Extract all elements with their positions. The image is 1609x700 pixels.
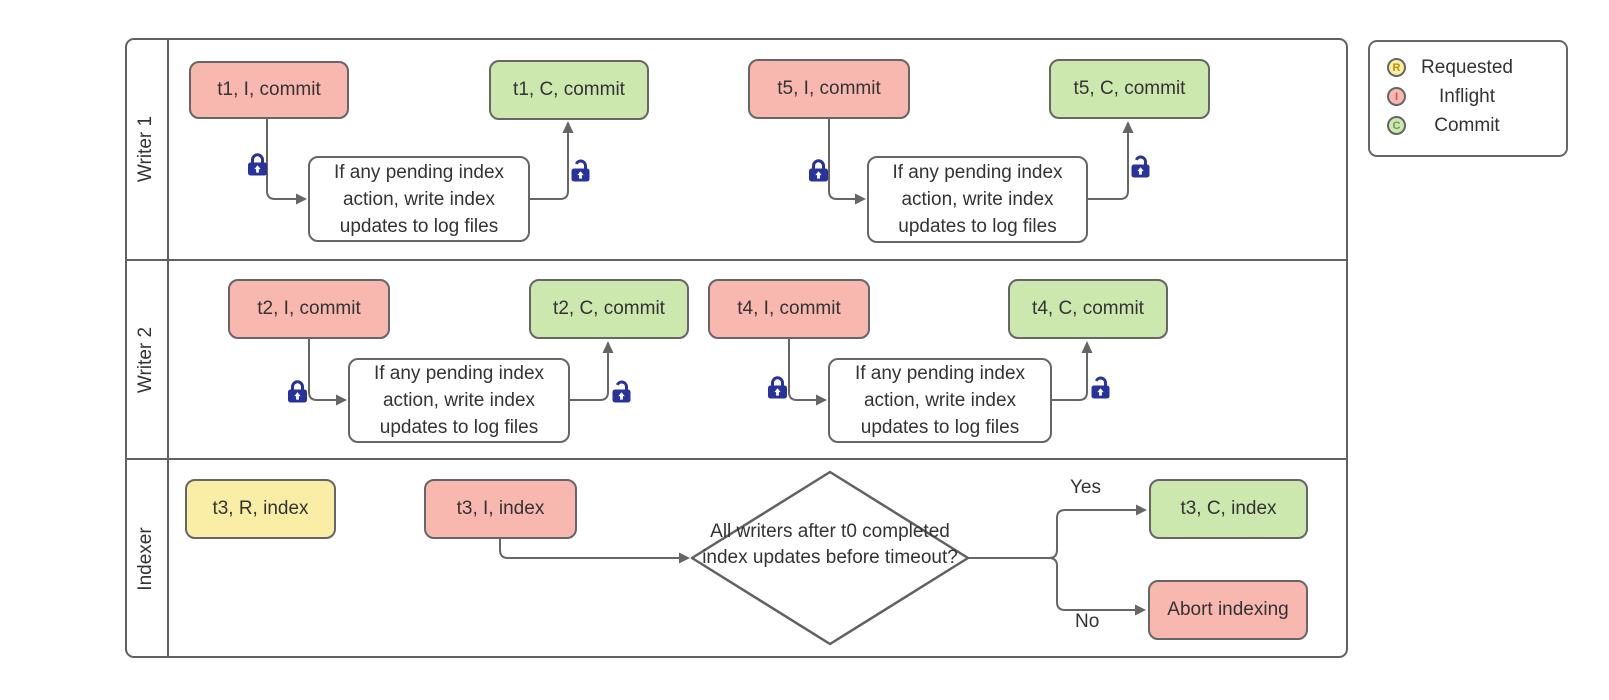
process-write-index-updates: If any pending index action, write index…	[867, 156, 1088, 243]
process-write-index-updates: If any pending index action, write index…	[828, 358, 1052, 443]
decision-question: All writers after t0 completed index upd…	[702, 521, 958, 568]
lane-divider	[125, 458, 1348, 460]
branch-label-yes: Yes	[1070, 477, 1101, 498]
node-t3-requested: t3, R, index	[185, 479, 336, 539]
lane-label-indexer: Indexer	[135, 527, 156, 591]
node-t5-inflight: t5, I, commit	[748, 59, 910, 119]
legend-item-requested: R Requested	[1370, 53, 1566, 82]
inflight-badge-icon: I	[1387, 87, 1406, 106]
node-t5-commit: t5, C, commit	[1049, 59, 1210, 119]
node-t2-inflight: t2, I, commit	[228, 279, 390, 339]
node-t3-inflight: t3, I, index	[424, 479, 577, 539]
node-t3-commit: t3, C, index	[1149, 479, 1308, 539]
node-t1-commit: t1, C, commit	[489, 60, 649, 120]
commit-badge-icon: C	[1387, 116, 1406, 135]
requested-badge-icon: R	[1387, 58, 1406, 77]
lane-label-writer-2: Writer 2	[135, 326, 156, 394]
node-abort-indexing: Abort indexing	[1148, 580, 1308, 640]
node-t2-commit: t2, C, commit	[529, 279, 689, 339]
legend-label-commit: Commit	[1434, 114, 1500, 136]
lane-label-writer-1: Writer 1	[135, 115, 156, 183]
branch-label-no: No	[1075, 611, 1100, 632]
lane-header-divider	[167, 38, 169, 658]
lane-divider	[125, 259, 1348, 261]
node-t4-inflight: t4, I, commit	[708, 279, 870, 339]
legend-label-requested: Requested	[1421, 56, 1513, 78]
legend-item-inflight: I Inflight	[1370, 82, 1566, 111]
process-write-index-updates: If any pending index action, write index…	[308, 156, 530, 242]
legend-item-commit: C Commit	[1370, 111, 1566, 140]
legend: R Requested I Inflight C Commit	[1368, 40, 1568, 157]
legend-label-inflight: Inflight	[1439, 85, 1495, 107]
node-t4-commit: t4, C, commit	[1008, 279, 1168, 339]
node-t1-inflight: t1, I, commit	[189, 61, 349, 119]
process-write-index-updates: If any pending index action, write index…	[348, 358, 570, 443]
